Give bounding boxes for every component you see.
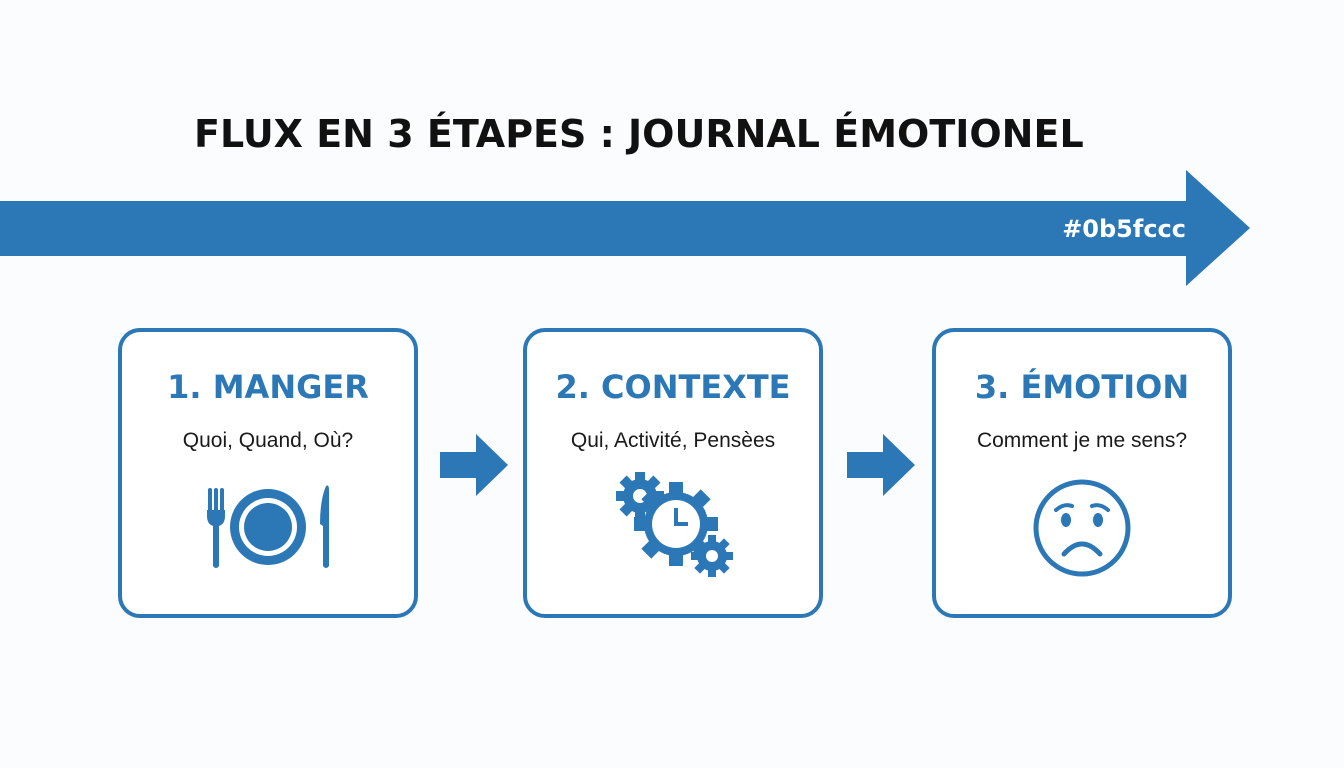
step-arrow-1 [440,434,508,496]
diagram-title: FLUX EN 3 ÉTAPES : JOURNAL ÉMOTIONEL [194,112,1084,156]
gears-clock-icon [616,472,733,577]
step-subtitle: Comment je me sens? [976,429,1188,452]
step-title: 2. CONTEXTE [555,368,791,406]
fork-plate-knife-icon [207,485,329,568]
step-title: 1. MANGER [167,368,369,406]
step-card-emotion: 3. ÉMOTION Comment je me sens? [932,328,1232,618]
sad-face-icon [1033,479,1131,577]
step-title: 3. ÉMOTION [974,368,1190,406]
step-arrow-2 [847,434,915,496]
step-subtitle: Quoi, Quand, Où? [182,429,354,452]
timeline-arrow [0,170,1250,286]
step-subtitle: Qui, Activité, Pensèes [570,429,776,452]
step-card-manger: 1. MANGER Quoi, Quand, Où? [118,328,418,618]
step-card-contexte: 2. CONTEXTE Qui, Activité, Pensèes [523,328,823,618]
arrow-label: #0b5fccc [1062,215,1186,243]
